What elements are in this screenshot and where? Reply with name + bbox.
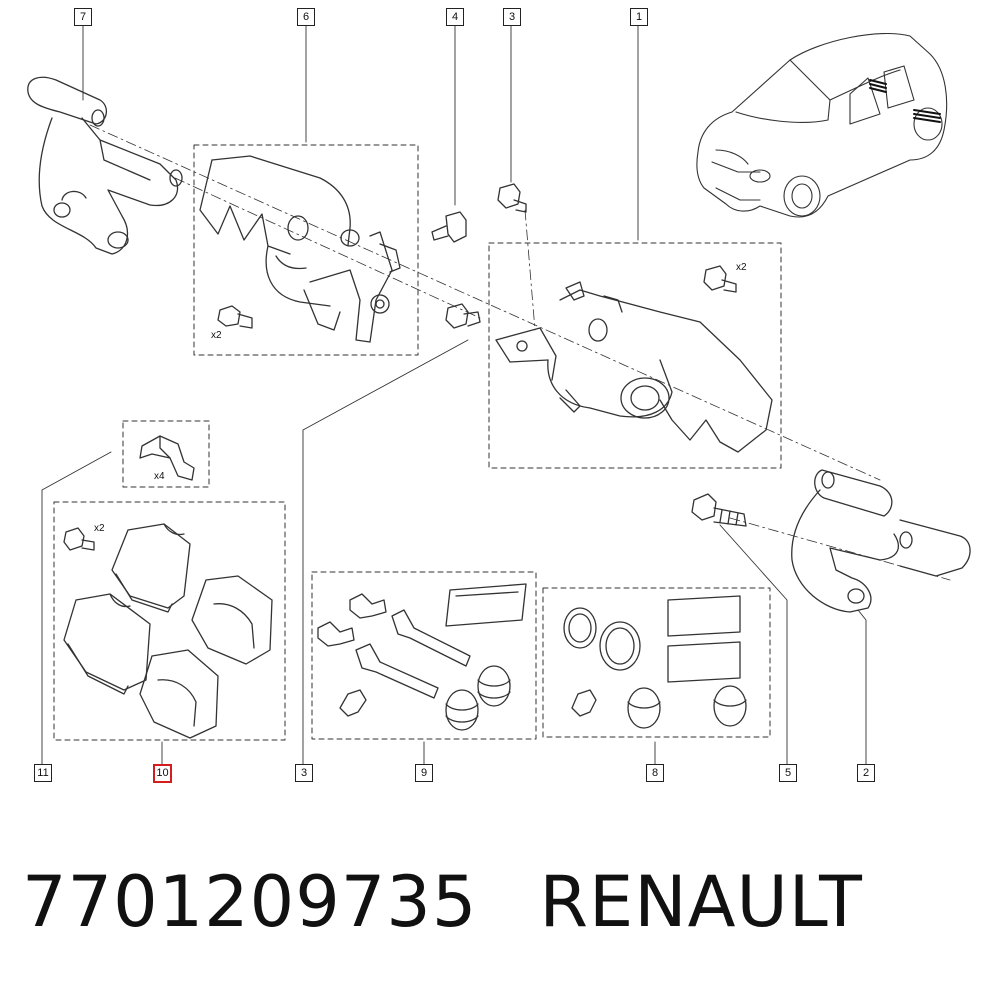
group-boxes (53, 144, 782, 741)
brake-carrier-left (27, 76, 183, 255)
callout-1: 1 (630, 8, 648, 26)
callout-7: 7 (74, 8, 92, 26)
guide-pin-kit (317, 583, 527, 731)
box-seal-kit (542, 587, 771, 738)
qty-caliper-bolt: x2 (736, 262, 747, 273)
box-handbrake-caliper (193, 144, 419, 356)
seal-kit (563, 595, 747, 729)
callout-8: 8 (646, 764, 664, 782)
pad-bolt (63, 527, 95, 551)
caliper-bolt-x2 (703, 265, 737, 293)
box-clip (122, 420, 210, 488)
qty-pad-bolt: x2 (94, 523, 105, 534)
qty-clip: x4 (154, 471, 165, 482)
callout-3-bottom: 3 (295, 764, 313, 782)
pad-clip (139, 435, 195, 481)
car-thumbnail (696, 33, 948, 218)
footer-caption: 7701209735 RENAULT (22, 862, 863, 942)
part-number: 7701209735 (22, 861, 478, 943)
brake-pad-set (63, 523, 273, 739)
leader-lines (41, 25, 951, 766)
box-guide-pin-kit (311, 571, 537, 740)
handbrake-caliper (199, 155, 401, 343)
caliper-bolt-mid (445, 303, 481, 329)
callout-4: 4 (446, 8, 464, 26)
callout-5: 5 (779, 764, 797, 782)
handbrake-caliper-bolt (217, 305, 253, 329)
callout-9: 9 (415, 764, 433, 782)
qty-handbrake-bolt: x2 (211, 330, 222, 341)
carrier-bolt (691, 493, 747, 527)
bleed-screw (431, 211, 467, 243)
callout-10-highlighted: 10 (153, 764, 172, 783)
box-pad-set (53, 501, 286, 741)
brand-name: RENAULT (539, 861, 863, 943)
callout-2: 2 (857, 764, 875, 782)
callout-3-top: 3 (503, 8, 521, 26)
brake-carrier-right (791, 469, 971, 613)
brake-caliper (495, 281, 773, 453)
box-caliper-assembly (488, 242, 782, 469)
caliper-bolt-top (497, 183, 527, 213)
callout-11: 11 (34, 764, 52, 782)
callout-6: 6 (297, 8, 315, 26)
